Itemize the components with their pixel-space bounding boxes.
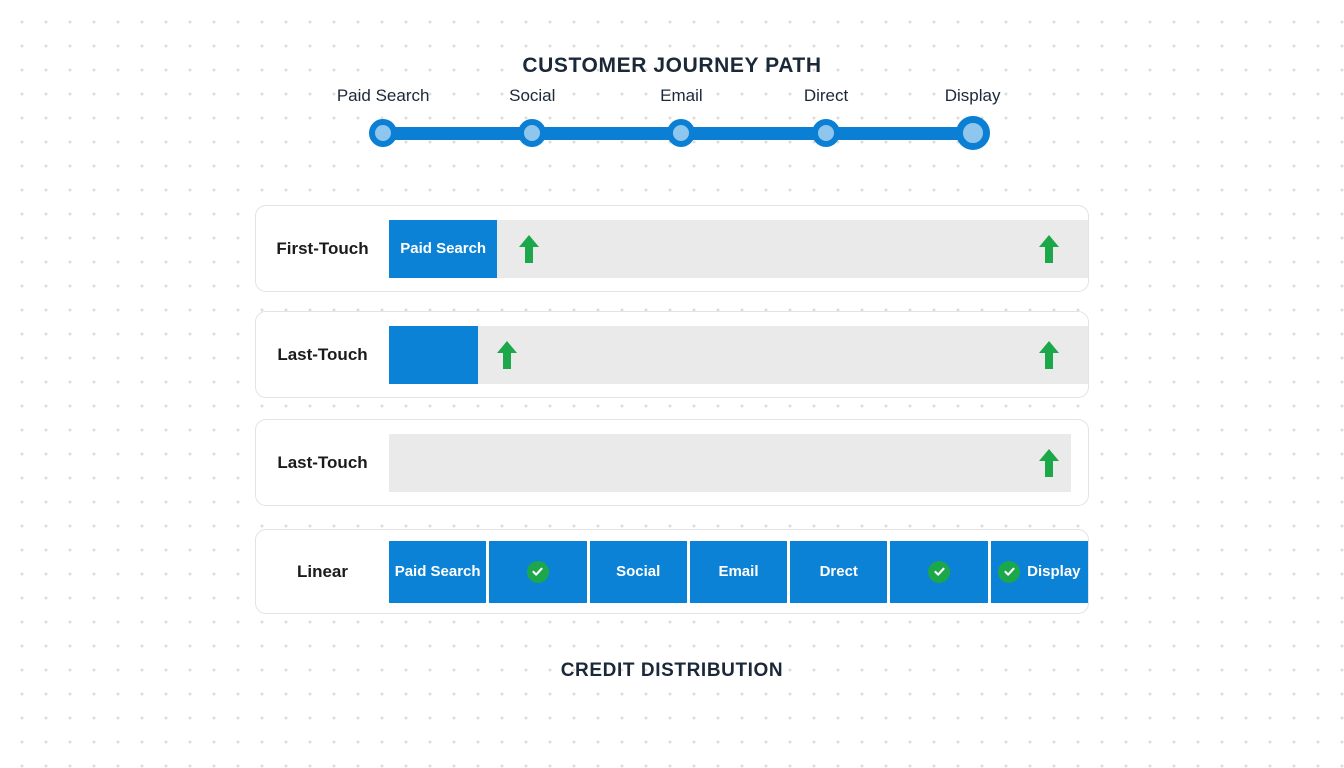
- linear-segment-label: Email: [718, 563, 759, 580]
- arrow-up-icon-inner: [496, 340, 518, 370]
- linear-segment-3[interactable]: Email: [689, 540, 788, 603]
- attribution-row-label: First-Touch: [276, 238, 369, 258]
- linear-segment-0[interactable]: Paid Search: [389, 540, 487, 603]
- journey-node-paid-search[interactable]: [369, 119, 398, 147]
- attribution-row-linear-3[interactable]: Linear Paid Search Social Email Drect Display: [255, 529, 1089, 614]
- arrow-up-icon-end: [1038, 234, 1060, 264]
- linear-segment-5[interactable]: [890, 540, 988, 603]
- journey-label-social: Social: [509, 86, 556, 105]
- journey-path-title: CUSTOMER JOURNEY PATH: [522, 54, 822, 77]
- attribution-row-last-touch-1[interactable]: Last-Touch: [255, 311, 1089, 398]
- credit-distribution-title: CREDIT DISTRIBUTION: [560, 660, 784, 681]
- arrow-up-icon-end: [1038, 340, 1060, 370]
- attribution-row-last-touch-2[interactable]: Last-Touch: [255, 419, 1089, 506]
- journey-label-direct: Direct: [803, 86, 849, 105]
- journey-label-display: Display: [944, 86, 1001, 105]
- arrow-up-icon-end: [1038, 448, 1060, 478]
- attribution-row-body: Paid Search Social Email Drect Display: [389, 530, 1088, 613]
- arrow-up-icon-inner: [518, 234, 540, 264]
- linear-segment-label: Social: [616, 563, 661, 580]
- attribution-bar-track: [389, 325, 1088, 384]
- journey-node-labels: Paid Search Social Email Direct Display: [337, 86, 1001, 112]
- linear-segment-6[interactable]: Display: [990, 540, 1088, 603]
- check-circle-icon: [998, 560, 1021, 583]
- linear-segment-2[interactable]: Social: [589, 540, 687, 603]
- linear-segment-4[interactable]: Drect: [790, 540, 888, 603]
- attribution-row-label: Last-Touch: [277, 452, 368, 472]
- journey-node-direct[interactable]: [812, 119, 841, 147]
- journey-node-social[interactable]: [518, 119, 547, 147]
- linear-segment-1[interactable]: [489, 540, 587, 603]
- check-circle-icon: [928, 560, 951, 583]
- attribution-row-label: Last-Touch: [277, 344, 368, 364]
- linear-segment-label: Paid Search: [394, 563, 481, 580]
- linear-segments: Paid Search Social Email Drect Display: [389, 540, 1088, 603]
- journey-node-email[interactable]: [667, 119, 696, 147]
- customer-journey-path: Paid Search Social Email Direct Display: [337, 86, 1001, 156]
- attribution-row-body: [389, 420, 1088, 505]
- attribution-bar-fill[interactable]: Paid Search: [389, 219, 498, 278]
- attribution-bar-track: [389, 433, 1071, 492]
- journey-label-paid-search: Paid Search: [336, 86, 430, 105]
- journey-node-display[interactable]: [955, 116, 990, 150]
- check-circle-icon: [526, 560, 549, 583]
- attribution-bar-track: Paid Search: [389, 219, 1088, 278]
- linear-segment-label: Drect: [819, 563, 858, 580]
- attribution-row-first-touch-0[interactable]: First-Touch Paid Search: [255, 205, 1089, 292]
- attribution-row-body: [389, 312, 1088, 397]
- attribution-row-body: Paid Search: [389, 206, 1088, 291]
- attribution-bar-fill[interactable]: [389, 325, 479, 384]
- journey-label-email: Email: [660, 86, 703, 105]
- attribution-row-label: Linear: [296, 561, 349, 581]
- linear-segment-label: Display: [1027, 563, 1081, 580]
